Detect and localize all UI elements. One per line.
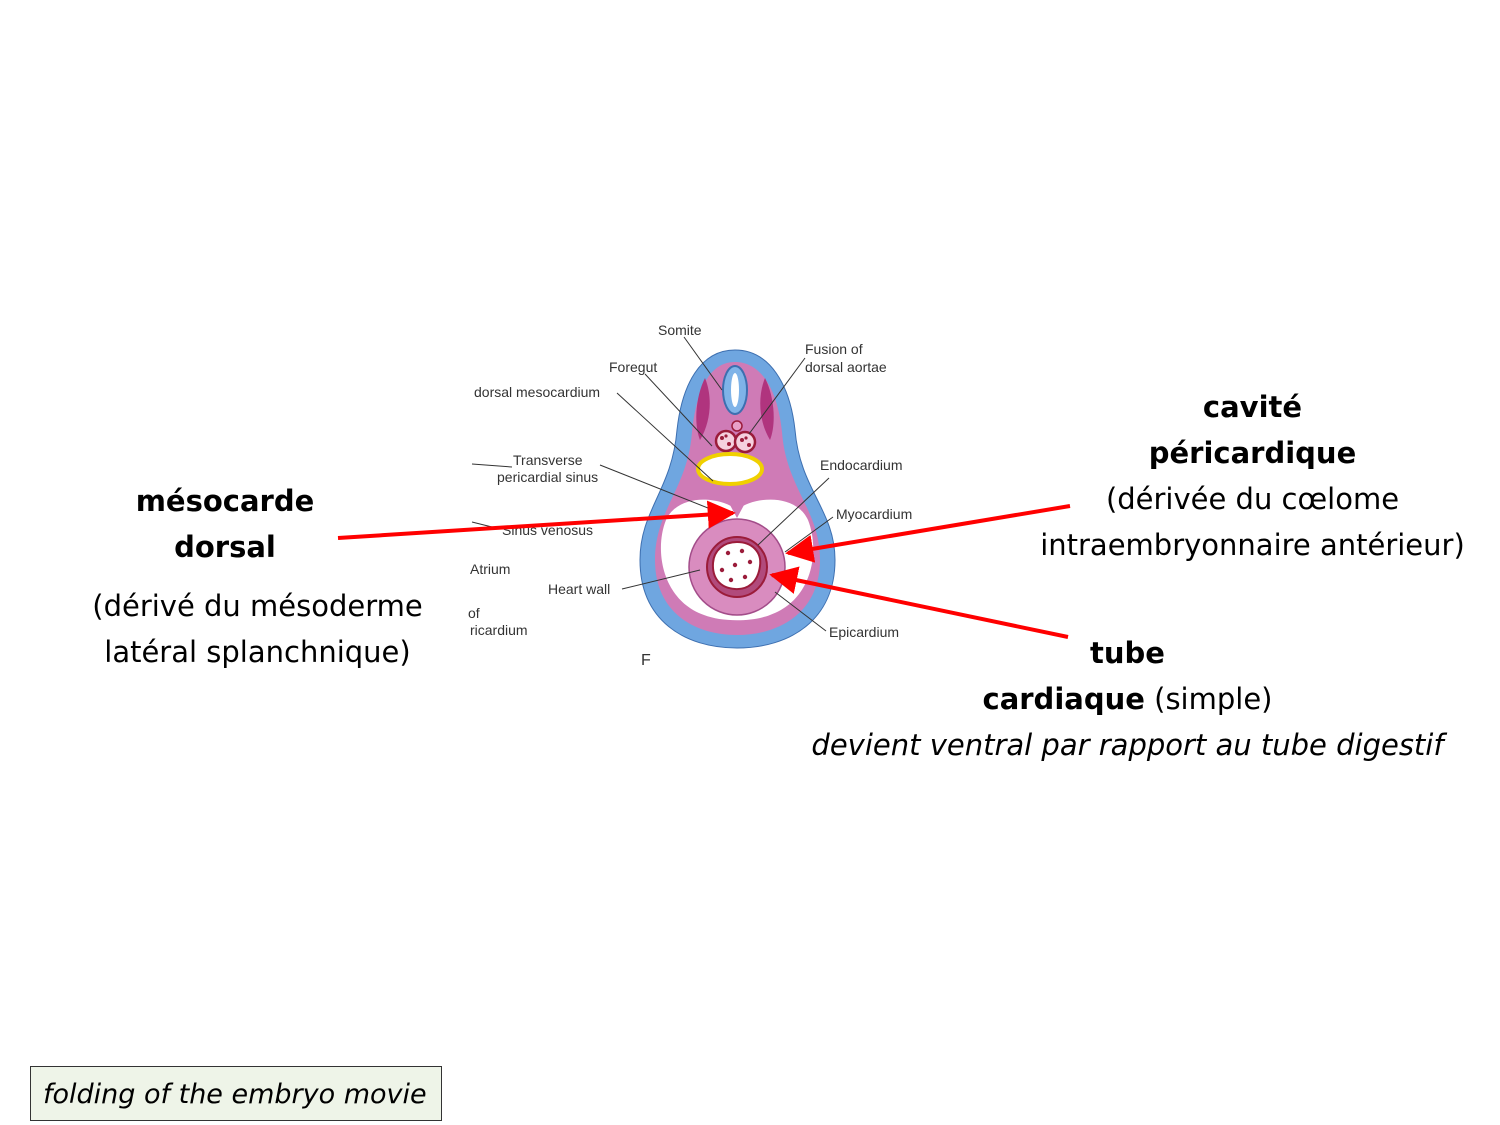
- cavite-title-line2: péricardique: [1148, 436, 1357, 470]
- tube-title-bold2: cardiaque: [982, 682, 1145, 716]
- mesocarde-title-line1: mésocarde: [135, 484, 315, 518]
- label-heart-wall: Heart wall: [548, 581, 610, 597]
- label-pericardium-fragment: ricardium: [470, 622, 528, 638]
- annotation-tube: tube cardiaque (simple) devient ventral …: [790, 630, 1465, 768]
- tube-title-bold1: tube: [1090, 636, 1165, 670]
- tube-title-line2: cardiaque (simple): [790, 676, 1465, 722]
- somite-region-left: [696, 378, 710, 440]
- mesocarde-desc-line2: latéral splanchnique): [104, 635, 411, 669]
- arrow-tube: [769, 566, 1069, 639]
- cavite-title-line1: cavité: [1202, 390, 1303, 424]
- tube-title-line1: tube: [790, 630, 1465, 676]
- label-atrium: Atrium: [470, 561, 510, 577]
- cavite-desc-line1: (dérivée du cœlome: [1105, 482, 1400, 516]
- label-panel-letter: F: [641, 652, 651, 669]
- label-of-fragment: of: [468, 605, 480, 621]
- neural-canal: [731, 373, 739, 407]
- label-fusion-line1: Fusion of: [805, 341, 863, 357]
- foregut: [696, 452, 764, 486]
- label-transverse-line2: pericardial sinus: [497, 469, 598, 485]
- annotation-mesocarde-desc: (dérivé du mésoderme latéral splanchniqu…: [70, 583, 445, 675]
- arrow-mesocarde: [337, 500, 736, 540]
- dorsal-aorta-left: [714, 429, 738, 453]
- notochord: [731, 420, 743, 432]
- label-fusion-line2: dorsal aortae: [805, 359, 887, 375]
- cavite-desc-line2: intraembryonnaire antérieur): [1040, 528, 1465, 562]
- tube-title-rest2: (simple): [1144, 682, 1273, 716]
- arrow-cavite: [785, 504, 1071, 563]
- mesocarde-title-line2: dorsal: [174, 530, 276, 564]
- label-endocardium: Endocardium: [820, 457, 903, 473]
- tube-italic-line: devient ventral par rapport au tube dige…: [811, 728, 1444, 762]
- label-myocardium: Myocardium: [836, 506, 912, 522]
- annotation-mesocarde-title: mésocarde dorsal: [120, 478, 330, 570]
- dorsal-aorta-right: [733, 430, 757, 454]
- annotation-cavite: cavité péricardique (dérivée du cœlome i…: [1020, 384, 1485, 568]
- mesocarde-desc-line1: (dérivé du mésoderme: [92, 589, 423, 623]
- label-foregut: Foregut: [609, 359, 657, 375]
- label-somite: Somite: [658, 322, 702, 338]
- folding-movie-link[interactable]: folding of the embryo movie: [30, 1066, 442, 1121]
- label-transverse-line1: Transverse: [513, 452, 583, 468]
- label-dorsal-mesocardium: dorsal mesocardium: [474, 384, 600, 400]
- label-epicardium: Epicardium: [829, 624, 899, 640]
